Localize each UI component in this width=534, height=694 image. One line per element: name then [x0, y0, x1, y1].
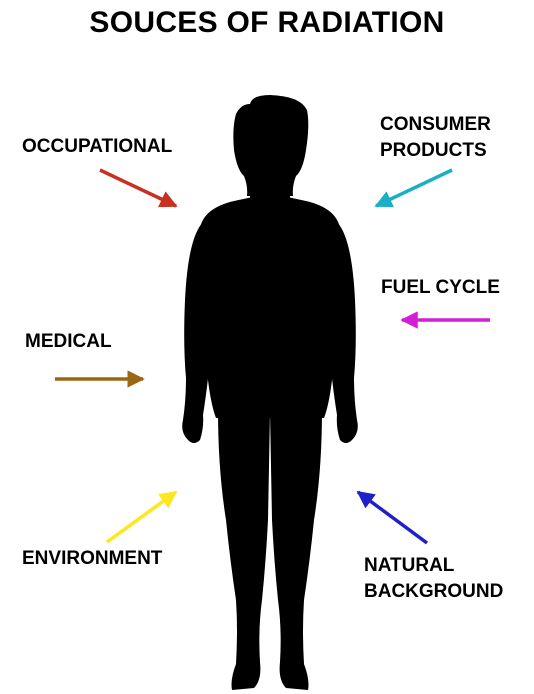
natural-background-label: NATURAL BACKGROUND	[364, 553, 503, 605]
natural-background-arrow	[358, 492, 427, 543]
medical-label: MEDICAL	[25, 329, 112, 355]
human-silhouette-icon	[182, 95, 358, 690]
consumer-products-arrow	[376, 170, 452, 206]
natural-background-line-2: BACKGROUND	[364, 579, 503, 605]
consumer-products-line-1: CONSUMER	[380, 112, 491, 138]
consumer-products-line-2: PRODUCTS	[380, 138, 491, 164]
occupational-label: OCCUPATIONAL	[22, 134, 172, 160]
consumer-products-label: CONSUMER PRODUCTS	[380, 112, 491, 164]
fuel-cycle-label: FUEL CYCLE	[381, 275, 500, 301]
environment-arrow	[107, 492, 176, 542]
natural-background-line-1: NATURAL	[364, 553, 503, 579]
environment-label: ENVIRONMENT	[22, 546, 162, 572]
occupational-arrow	[100, 170, 176, 206]
